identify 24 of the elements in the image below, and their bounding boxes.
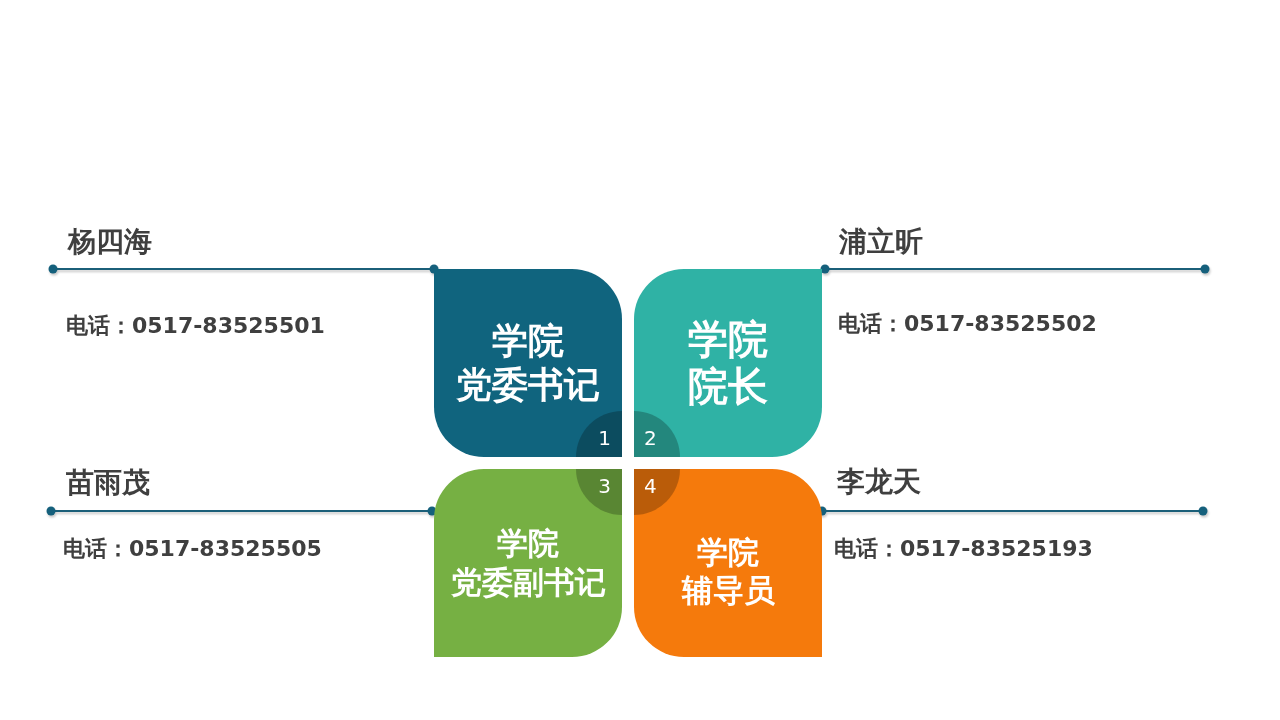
role-petal [434, 269, 622, 457]
person-name: 李龙天 [837, 464, 921, 500]
phone-number: 电话：0517-83525502 [838, 310, 1097, 338]
role-title: 学院 [697, 533, 759, 571]
person-name: 浦立昕 [839, 224, 923, 260]
number-quadrant: 4 [634, 469, 680, 515]
number-quadrant: 3 [576, 469, 622, 515]
role-title: 学院 [497, 524, 559, 563]
role-petal [634, 469, 822, 657]
role-petal [434, 469, 622, 657]
number-quadrant: 2 [634, 411, 680, 457]
role-title: 学院 [492, 319, 564, 363]
phone-number: 电话：0517-83525193 [834, 535, 1093, 563]
role-title: 辅导员 [681, 571, 775, 609]
number-quadrant: 1 [576, 411, 622, 457]
role-title: 党委书记 [456, 363, 600, 407]
role-title: 党委副书记 [450, 563, 606, 602]
phone-number: 电话：0517-83525501 [66, 312, 325, 340]
person-name: 苗雨茂 [66, 465, 150, 501]
phone-number: 电话：0517-83525505 [63, 535, 322, 563]
role-petal [634, 269, 822, 457]
role-title: 院长 [688, 363, 768, 410]
person-name: 杨四海 [68, 224, 152, 260]
role-title: 学院 [688, 316, 768, 363]
